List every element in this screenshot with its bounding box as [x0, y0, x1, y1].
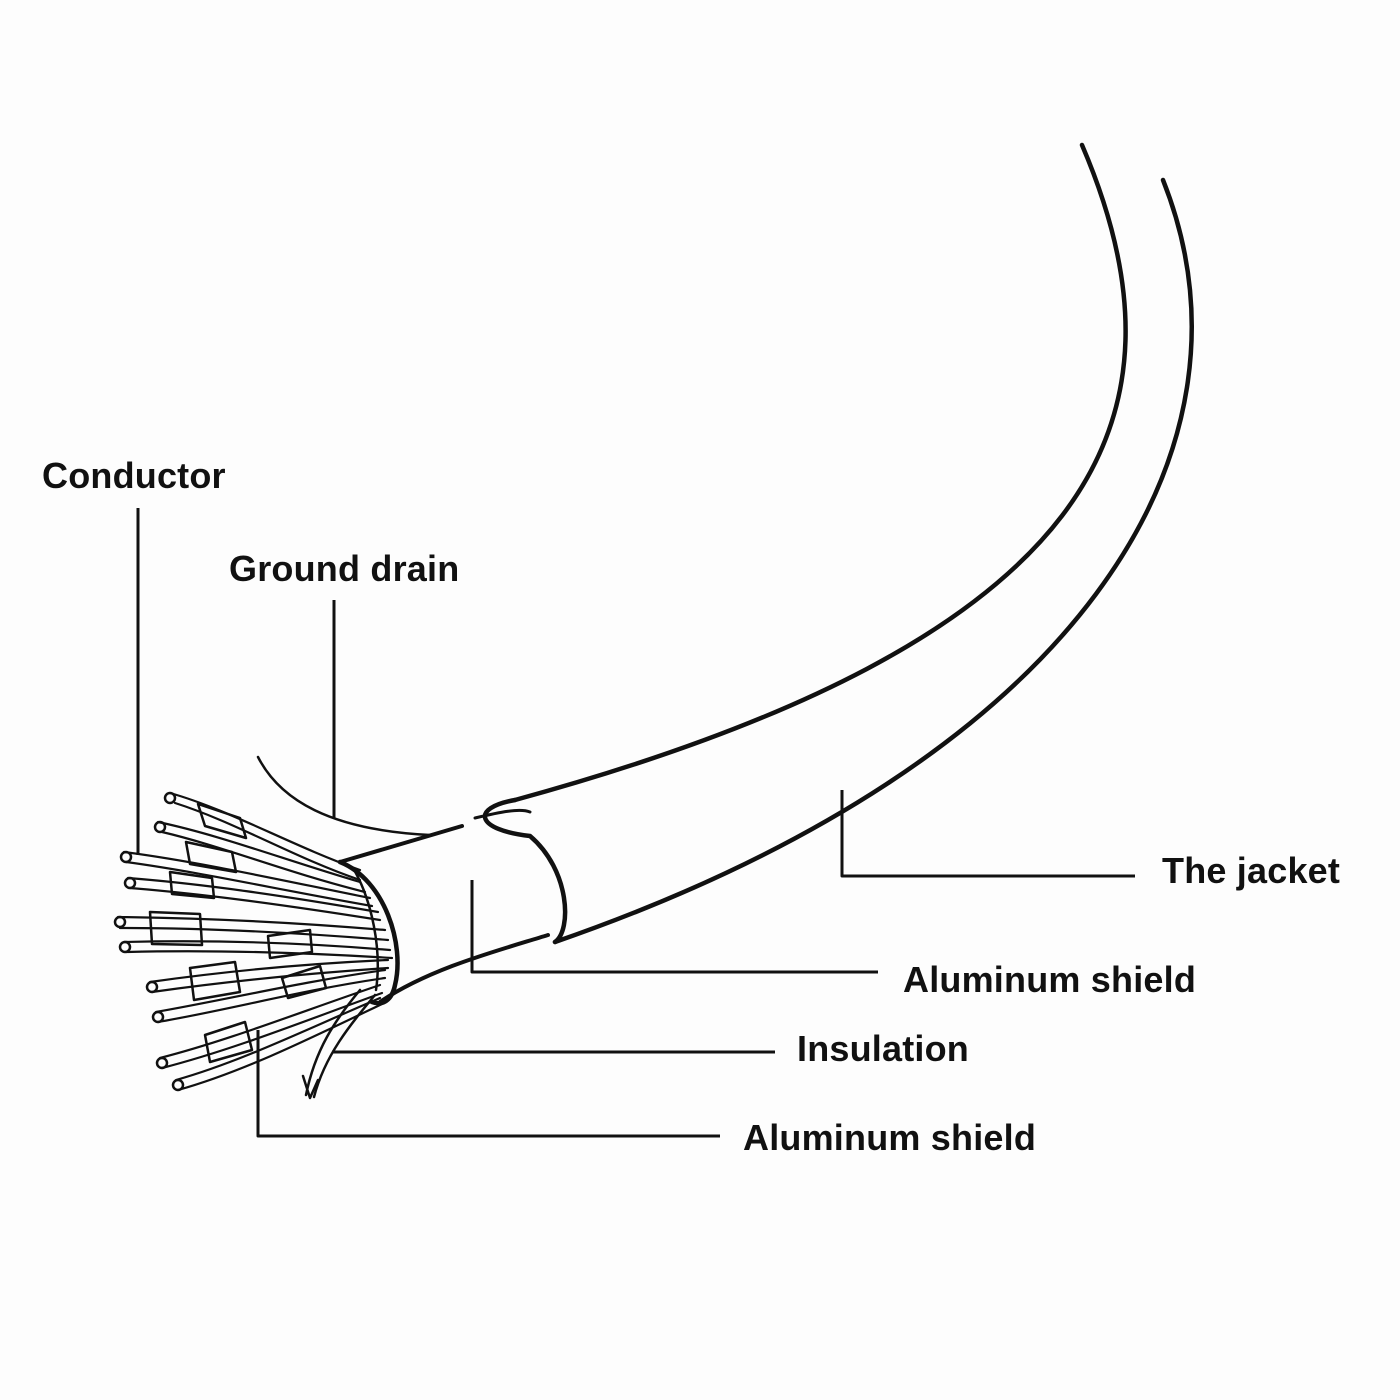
ground-drain-wire [256, 755, 432, 837]
jacket-cut-inner [473, 808, 532, 820]
insulation-wire-tip [301, 1074, 320, 1100]
label-conductor: Conductor [42, 455, 226, 496]
shield-sleeve-top [338, 824, 464, 864]
shield-sleeve-bottom [378, 933, 550, 1004]
jacket-cut-end [482, 797, 568, 945]
insulation-wire-a [304, 988, 362, 1097]
wire-bundle [116, 791, 394, 1092]
leader-aluminum-shield-inner [256, 1030, 720, 1138]
label-aluminum-shield-outer: Aluminum shield [903, 959, 1197, 1000]
shield-sleeve-end [337, 859, 400, 1006]
jacket-bottom-edge [552, 177, 1194, 945]
leader-jacket [840, 790, 1135, 878]
label-insulation: Insulation [797, 1028, 969, 1069]
insulation-wire-b [312, 993, 377, 1099]
pair-shields [148, 802, 328, 1064]
label-ground-drain: Ground drain [229, 548, 460, 589]
leader-aluminum-shield-outer [470, 880, 878, 974]
wire-tips [113, 791, 185, 1092]
label-aluminum-shield-inner: Aluminum shield [743, 1117, 1037, 1158]
jacket-top-edge [512, 142, 1128, 803]
label-jacket: The jacket [1162, 850, 1341, 891]
leader-lines [136, 508, 1135, 1138]
